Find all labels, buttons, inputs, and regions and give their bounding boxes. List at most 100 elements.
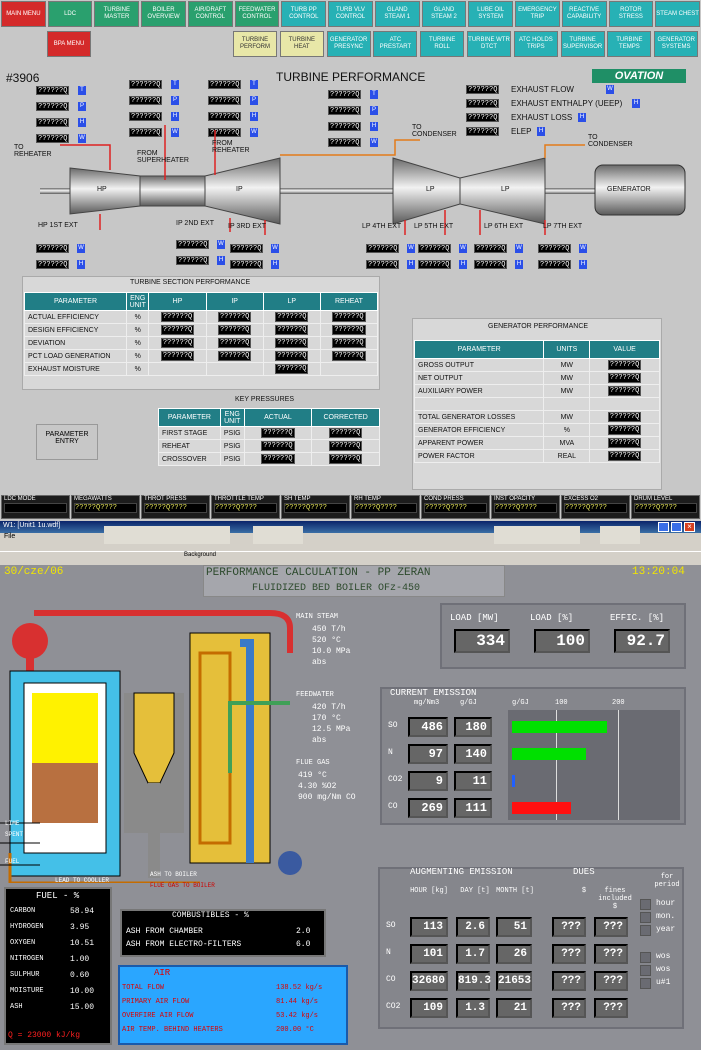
table-cell: PSIG [219,452,245,466]
nav-button[interactable]: TURBINE PERFORM [233,31,277,57]
nav-button[interactable]: GENERATOR PRESYNC [326,31,371,57]
augment-column-header: MONTH [t] [496,887,534,895]
process-value: 450 T/h [312,625,346,634]
value-cell: ??????Q [328,428,363,438]
nav-button[interactable]: GLAND STEAM 1 [374,1,420,27]
parameter-entry-button[interactable]: PARAMETER ENTRY [36,424,98,460]
value-cell: ??????Q [275,364,309,374]
toolbar-icons-2[interactable] [253,526,303,544]
nav-button[interactable]: LDC [47,1,93,27]
load-value: 92.7 [614,629,670,653]
nav-button[interactable]: MAIN MENU [1,1,46,27]
period-checkbox[interactable] [640,965,651,976]
status-field: DRUM LEVEL?????Q???? [631,495,700,519]
column-header: IP [205,292,264,311]
nav-button[interactable]: TURB PP CONTROL [281,1,327,27]
ip3-ext-label: IP 3RD EXT [228,223,266,230]
nav-button[interactable]: GLAND STEAM 2 [421,1,467,27]
status-label: THROT PRESS [144,496,187,502]
period-checkbox[interactable] [640,978,651,989]
nav-button[interactable]: EMERGENCY TRIP [515,1,560,27]
nav-button[interactable]: AIR/DRAFT CONTROL [187,1,233,27]
status-label: RH TEMP [354,496,381,502]
unit-badge: W [579,244,587,253]
air-label: OVERFIRE AIR FLOW [122,1012,194,1020]
period-checkbox[interactable] [640,912,651,923]
toolbar-icons-3[interactable] [494,526,580,544]
fuel-value: 10.51 [70,939,95,948]
nav-button[interactable]: STEAM CHEST [655,1,700,27]
augment-value: ??? [594,998,628,1018]
maximize-button[interactable] [671,522,682,532]
minimize-button[interactable] [658,522,669,532]
nav-button[interactable]: BPA MENU [47,31,91,57]
nav-button[interactable]: TURB VLV CONTROL [328,1,373,27]
nav-button[interactable]: TURBINE WTR DTCT [467,31,511,57]
nav-button[interactable]: REACTIVE CAPABILITY [561,1,607,27]
status-field: SH TEMP?????Q???? [281,495,350,519]
nav-button[interactable]: TURBINE ROLL [420,31,465,57]
unit-badge: W [250,128,258,137]
screen-id: #3906 [6,71,40,85]
nav-button[interactable]: FEEDWATER CONTROL [234,1,280,27]
value-cell: ??????Q [332,325,366,335]
status-label: THROTTLE TEMP [214,496,264,502]
table-cell: % [126,323,150,337]
close-icon[interactable]: × [684,522,695,532]
nav-button[interactable]: TURBINE SUPERVISOR [560,31,605,57]
lp6-ext-label: LP 6TH EXT [484,223,524,230]
fuel-value: 3.95 [70,923,90,932]
process-value: 4.30 %O2 [298,782,337,791]
ip2-ext-label: IP 2ND EXT [176,220,214,227]
period-checkbox[interactable] [640,899,651,910]
augmenting-title: AUGMENTING EMISSION [410,867,513,877]
augment-value: ??? [594,917,628,937]
table-cell: MW [543,371,591,385]
augment-column-header: $ [581,887,587,895]
period-checkbox[interactable] [640,952,651,963]
nav-button[interactable]: TURBINE MASTER [94,1,140,27]
status-label: SH TEMP [284,496,311,502]
combustible-label: ASH FROM ELECTRO-FILTERS [126,940,242,949]
augment-value: ??? [552,917,586,937]
pollutant-label: SO [386,921,396,930]
measurement-value: ??????Q [129,128,163,137]
toolbar-icons-4[interactable] [600,526,640,544]
fuel-value: 58.94 [70,907,95,916]
toolbar-icons-1[interactable] [104,526,230,544]
measurement-value: ??????Q [36,134,70,143]
nav-button[interactable]: ROTOR STRESS [608,1,654,27]
unit-badge: P [78,102,86,111]
table-cell: ACTUAL EFFICIENCY [23,310,128,324]
exhaust-value: ??????Q [466,85,500,94]
extraction-value: ??????Q [36,244,70,253]
table-cell: APPARENT POWER [413,436,545,450]
air-label: AIR TEMP. BEHIND HEATERS [122,1026,223,1034]
page-title: TURBINE PERFORMANCE [276,70,426,84]
nav-button[interactable]: TURBINE TEMPS [607,31,652,57]
nav-button[interactable]: TURBINE HEAT [279,31,324,57]
fuel-panel [4,887,112,1045]
pollutant-label: N [386,948,391,957]
background-combo[interactable]: Background [184,552,217,558]
nav-button[interactable]: BOILER OVERVIEW [141,1,186,27]
combustible-value: 2.0 [296,927,311,936]
to-condenser-label-2: TO CONDENSER [588,134,633,148]
value-cell: ??????Q [261,428,295,438]
nav-button[interactable]: ATC PRESTART [373,31,418,57]
augment-value: ??? [552,971,586,991]
nav-button[interactable]: GENERATOR SYSTEMS [654,31,699,57]
augment-value: 2.6 [456,917,490,937]
extraction-value: ??????Q [230,260,264,269]
unit-badge: W [407,244,415,253]
from-reheater-label: FROM REHEATER [212,140,250,154]
table-cell: POWER FACTOR [413,449,545,463]
period-checkbox[interactable] [640,925,651,936]
extraction-value: ??????Q [230,244,264,253]
file-menu[interactable]: File [4,533,16,540]
steam-drum [12,623,48,659]
pollutant-label: CO2 [388,775,403,784]
nav-button[interactable]: LUBE OIL SYSTEM [468,1,514,27]
nav-button[interactable]: ATC HOLDS TRIPS [513,31,558,57]
